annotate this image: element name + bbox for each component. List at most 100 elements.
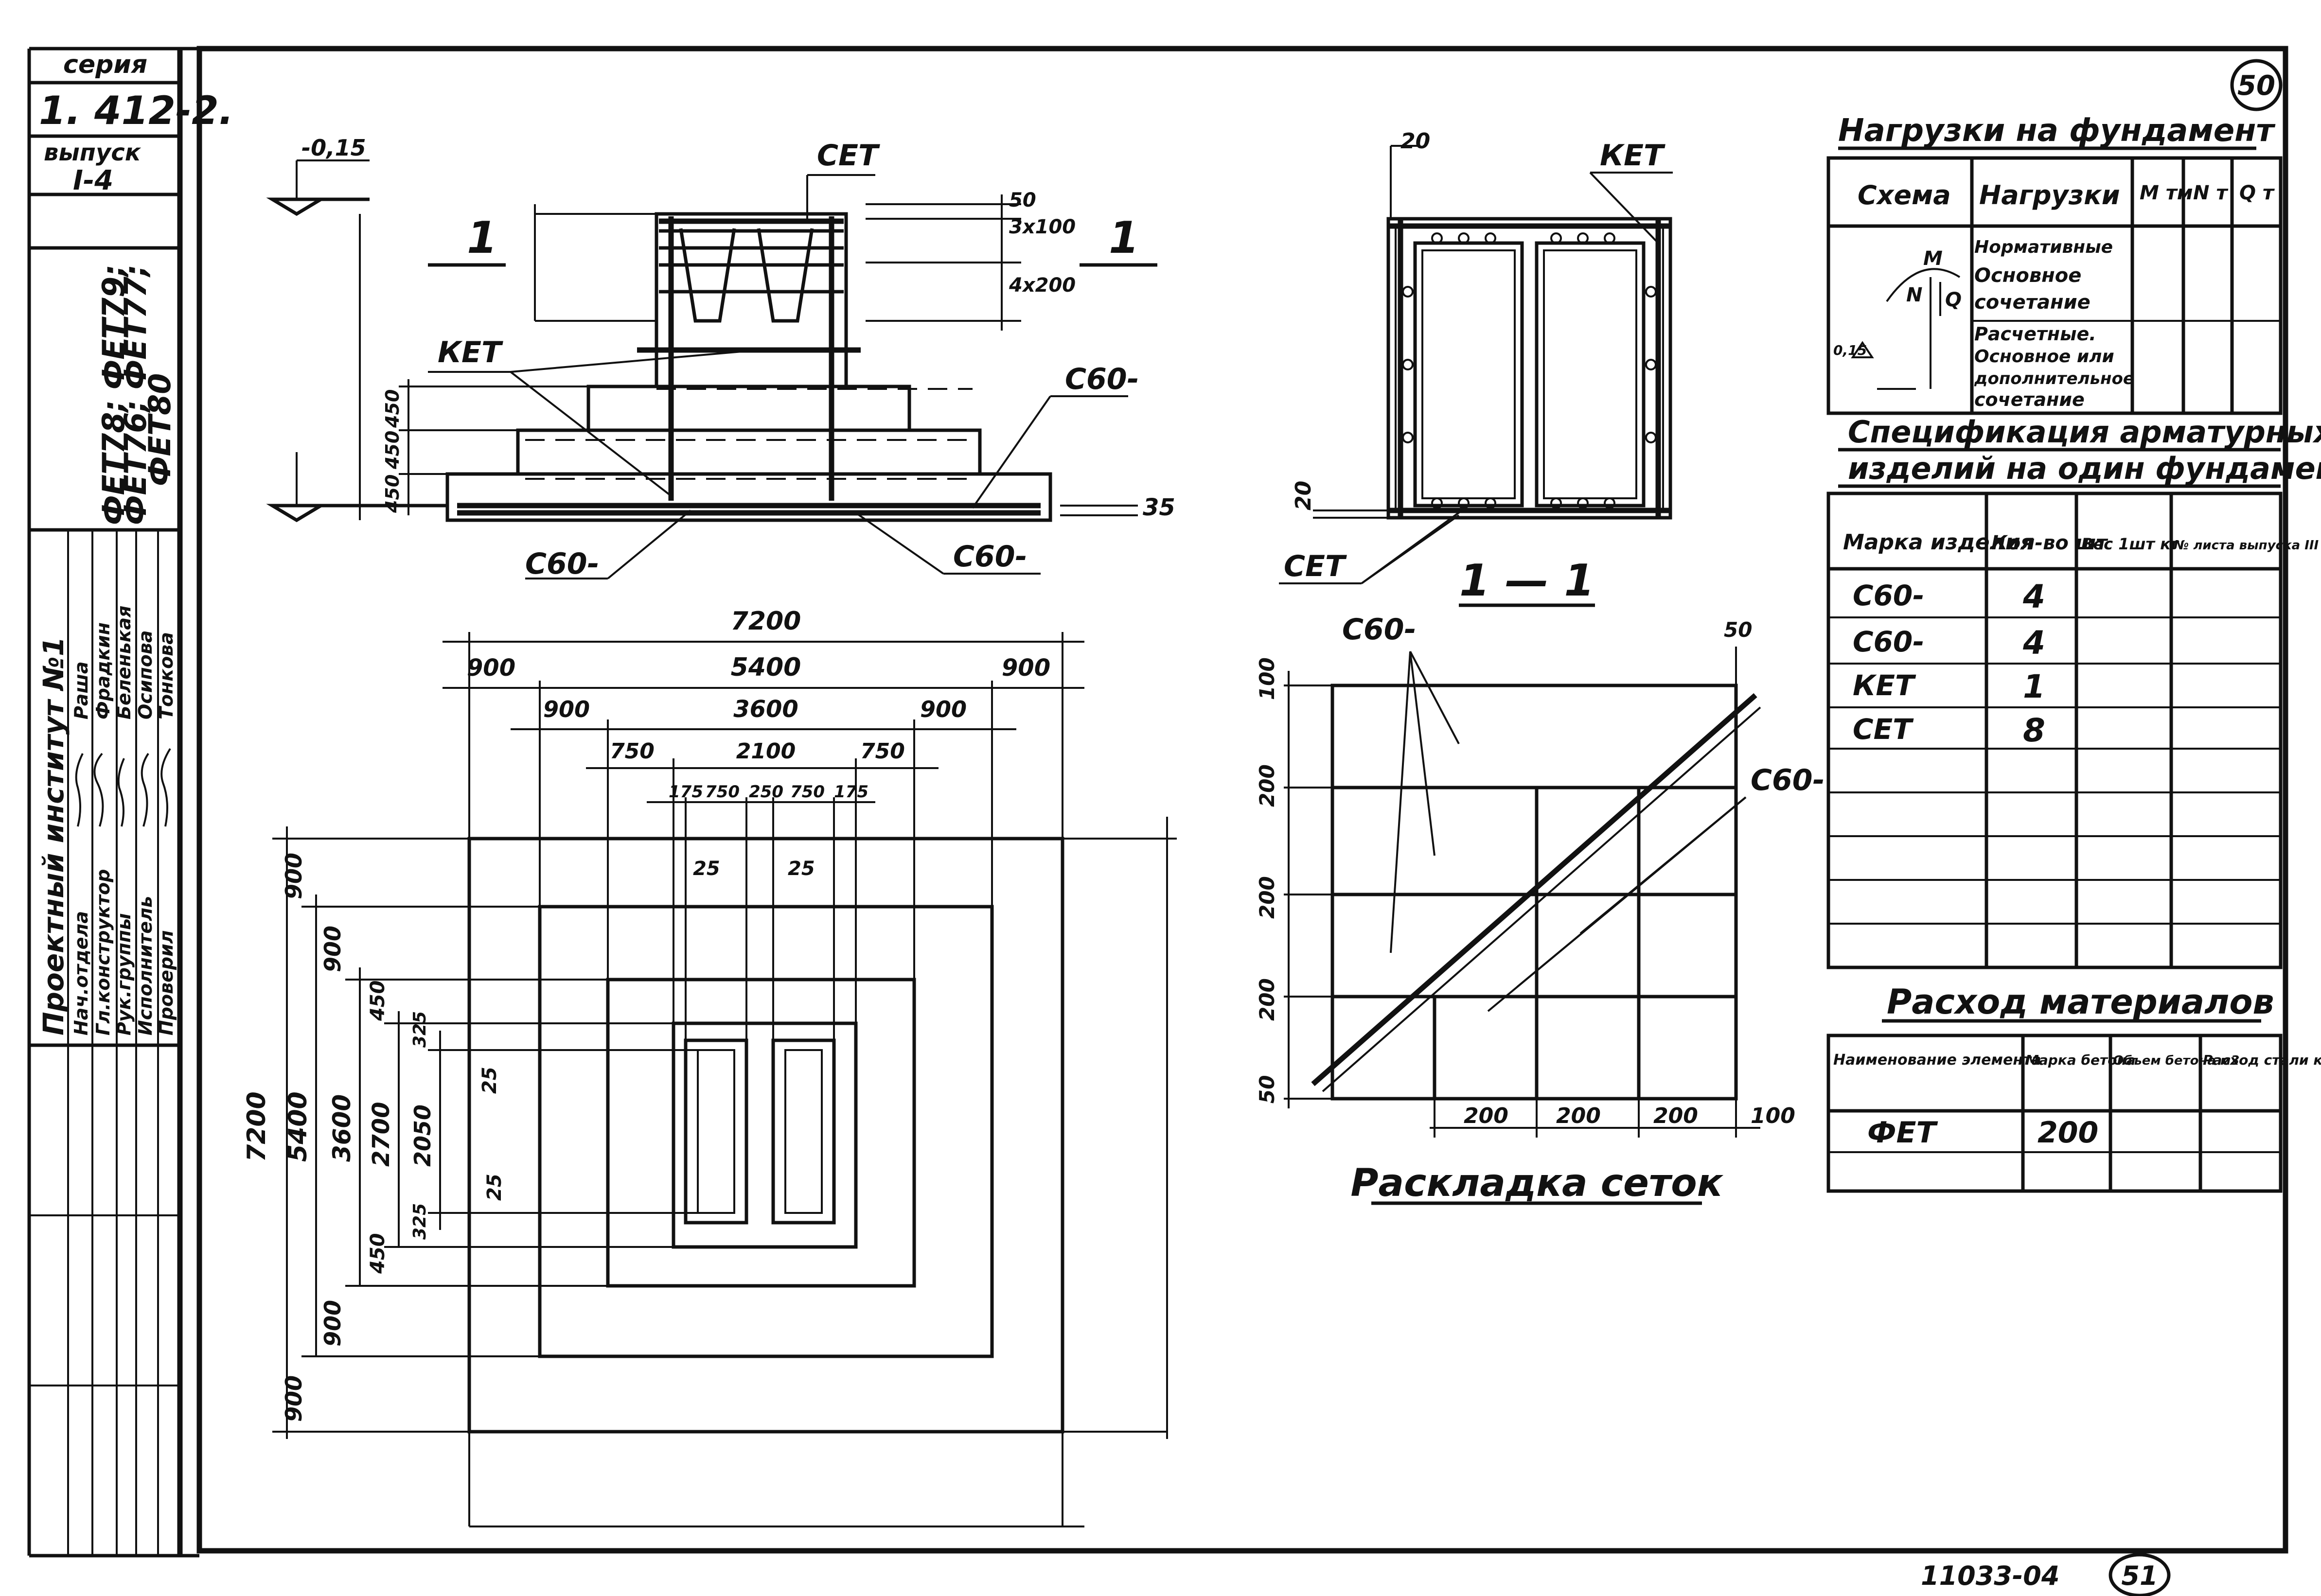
materials-title: Расход материалов: [1887, 982, 2274, 1022]
materials-element: ФЕТ: [1867, 1116, 1938, 1150]
sheet-number: 50: [2230, 59, 2283, 111]
loads-header-m: M тм: [2140, 182, 2193, 204]
dim-small-3: 250: [749, 782, 783, 802]
plan-view: 7200 5400 900 900 3600 900 900 2100 750 …: [242, 607, 1177, 1527]
dim-mesh-50-left: 50: [1255, 1075, 1279, 1104]
dim-7200-left: 7200: [242, 1091, 271, 1162]
loads-header-q: Q т: [2239, 182, 2275, 204]
section-1-1: 20 20 КЕТ СЕТ 1 — 1: [1279, 129, 1673, 607]
marks-line-2: ФЕТ78; ФЕТ79;: [96, 264, 131, 525]
dim-mesh-bottom-1: 200: [1464, 1104, 1508, 1128]
label-ket-1-1: КЕТ: [1600, 139, 1665, 173]
label-c60-mesh-right: С60-: [1751, 763, 1825, 797]
spec-header-qty: Кол-во шт: [1991, 532, 2108, 554]
label-c60-bottom-left: С60-: [525, 547, 599, 581]
svg-text:M: M: [1923, 247, 1943, 270]
name-4: Осипова: [135, 630, 156, 719]
role-5: Проверил: [156, 930, 177, 1035]
dim-900-left-4: 900: [281, 1375, 307, 1422]
loads-row2-c: дополнительное: [1974, 369, 2134, 388]
dim-mesh-200-a: 200: [1255, 764, 1279, 807]
label-cet: СЕТ: [817, 139, 880, 173]
dim-750-top-right: 750: [860, 739, 905, 764]
dim-2700-left: 2700: [368, 1102, 395, 1167]
bottom-code: 11033-04 51: [1921, 1553, 2171, 1596]
spec-title-2: изделий на один фундамент: [1848, 451, 2321, 486]
dim-mesh-bottom-3: 200: [1653, 1104, 1698, 1128]
section-view: -0,15 50 3x100 4x200: [266, 135, 1175, 581]
dim-mesh-200-b: 200: [1255, 876, 1279, 919]
dim-325-left-1: 325: [410, 1011, 430, 1048]
loads-header-scheme: Схема: [1858, 180, 1951, 210]
role-2: Гл.конструктор: [92, 869, 114, 1035]
role-1: Нач.отдела: [71, 911, 92, 1035]
series-label: серия: [63, 50, 147, 79]
sheet-frame: [27, 46, 2288, 1558]
elevation-label: -0,15: [301, 135, 366, 161]
spec-row-1-qty: 4: [2022, 578, 2045, 615]
dim-3600-top: 3600: [733, 696, 798, 723]
dim-900-left-2: 900: [319, 926, 346, 972]
dim-mesh-bottom-4: 100: [1751, 1104, 1795, 1128]
spec-row-3-mark: КЕТ: [1853, 669, 1916, 702]
svg-text:11033-04: 11033-04: [1921, 1561, 2059, 1591]
dim-25-d: 25: [483, 1174, 506, 1201]
role-3: Рук.группы: [113, 913, 135, 1035]
dim-20-left: 20: [1291, 481, 1316, 510]
name-1: Раша: [71, 662, 92, 720]
label-c60-mesh-top: С60-: [1342, 613, 1416, 647]
spec-header-sheet: № листа выпуска III: [2173, 538, 2319, 553]
series-value: 1. 412-2.: [39, 88, 233, 133]
name-5: Тонкова: [156, 632, 177, 719]
svg-text:Q: Q: [1945, 289, 1962, 311]
dim-5400-left: 5400: [283, 1091, 313, 1162]
dim-450-a: 450: [382, 389, 403, 428]
dim-mesh-100: 100: [1255, 657, 1279, 700]
dim-3x100: 3x100: [1009, 216, 1076, 238]
dim-35: 35: [1143, 494, 1175, 521]
dim-mesh-bottom-2: 200: [1556, 1104, 1601, 1128]
dim-900-top-right: 900: [1002, 654, 1050, 682]
dim-small-5: 175: [834, 782, 868, 802]
dim-2100-top: 2100: [736, 739, 796, 764]
title-block: серия 1. 412-2. выпуск I-4 ФЕТ76; ФЕТ77;…: [29, 50, 233, 1556]
loads-row1-c: сочетание: [1974, 291, 2091, 314]
materials-table: Расход материалов Наименование элемента …: [1826, 982, 2321, 1193]
label-c60-right: С60-: [1065, 362, 1139, 396]
svg-text:0,15: 0,15: [1833, 342, 1867, 358]
dim-325-left-2: 325: [410, 1203, 430, 1240]
section-marker-left: 1: [467, 212, 497, 263]
dim-3600-left: 3600: [328, 1094, 356, 1162]
spec-row-1-mark: С60-: [1853, 579, 1924, 612]
label-cet-1-1: СЕТ: [1284, 549, 1347, 583]
dim-5400-top: 5400: [731, 653, 801, 682]
dim-25-c: 25: [478, 1067, 501, 1094]
dim-900-left-1: 900: [281, 853, 307, 899]
dim-900-left-3: 900: [319, 1300, 346, 1347]
spec-row-2-mark: С60-: [1853, 625, 1924, 658]
dim-450-left-1: 450: [367, 981, 389, 1022]
materials-header-element: Наименование элемента: [1833, 1052, 2041, 1069]
load-scheme-icon: M N Q 0,15: [1833, 247, 1962, 390]
role-4: Исполнитель: [135, 896, 156, 1035]
loads-row1-b: Основное: [1974, 264, 2081, 287]
dim-750-top-left: 750: [610, 739, 655, 764]
name-2: Фрадкин: [92, 622, 114, 719]
dim-900-top-left-2: 900: [543, 696, 590, 722]
materials-header-volume: Объем бетона м3: [2113, 1053, 2239, 1068]
issue-label: выпуск: [44, 139, 142, 166]
dim-small-1: 175: [669, 782, 703, 802]
loads-row2-b: Основное или: [1974, 347, 2114, 367]
svg-text:51: 51: [2121, 1561, 2158, 1591]
mesh-layout-title: Раскладка сеток: [1350, 1161, 1723, 1205]
loads-header-loads: Нагрузки: [1979, 180, 2120, 210]
dim-7200-top: 7200: [731, 607, 801, 636]
dim-450-c: 450: [382, 474, 403, 513]
dim-50: 50: [1009, 189, 1036, 211]
dim-450-b: 450: [382, 431, 403, 470]
institute-name: Проектный институт №1: [37, 637, 70, 1035]
mesh-layout: С60- С60- 100 200 200 200 50 50 200 200 …: [1255, 613, 1825, 1205]
spec-row-3-qty: 1: [2023, 668, 2045, 705]
section-1-1-title: 1 — 1: [1459, 555, 1595, 606]
